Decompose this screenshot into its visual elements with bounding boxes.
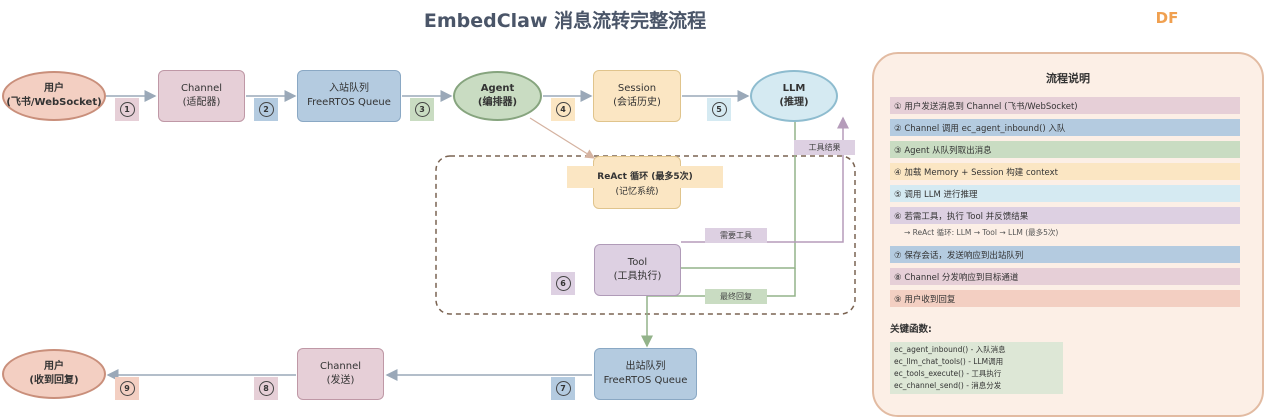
step-badge-4: 4 bbox=[551, 98, 575, 121]
key-function-item: ec_channel_send() - 消息分发 bbox=[894, 381, 1002, 390]
llm-title: LLM bbox=[782, 83, 806, 94]
step-badge-2: 2 bbox=[254, 98, 278, 121]
panel-step-4: ④ 加载 Memory + Session 构建 context bbox=[890, 163, 1240, 180]
panel-step-5: ⑤ 调用 LLM 进行推理 bbox=[890, 185, 1240, 202]
panel-step-7: ⑦ 保存会话，发送响应到出站队列 bbox=[890, 246, 1240, 263]
panel-step-8: ⑧ Channel 分发响应到目标通道 bbox=[890, 268, 1240, 285]
step-badge-1: 1 bbox=[115, 98, 139, 121]
step-badge-2-number: 2 bbox=[258, 102, 274, 117]
agent-title: Agent bbox=[480, 83, 515, 94]
flow-explanation-panel: 流程说明 ① 用户发送消息到 Channel (飞书/WebSocket) ② … bbox=[872, 52, 1264, 417]
key-functions-title: 关键函数: bbox=[890, 324, 932, 335]
react-loop-region bbox=[435, 155, 856, 315]
edge-label-need-tool: 需要工具 bbox=[705, 228, 767, 243]
outbound-queue-subtitle: FreeRTOS Queue bbox=[603, 375, 688, 386]
edge-agent-react bbox=[529, 117, 596, 159]
outbound-queue-title: 出站队列 bbox=[625, 361, 666, 372]
key-functions-box: ec_agent_inbound() - 入队消息 ec_llm_chat_to… bbox=[890, 342, 1063, 394]
outbound-queue-node: 出站队列 FreeRTOS Queue bbox=[594, 348, 697, 400]
panel-step-6: ⑥ 若需工具，执行 Tool 并反馈结果 bbox=[890, 207, 1240, 224]
edge-label-tool-result: 工具结果 bbox=[794, 140, 855, 155]
step-badge-7: 7 bbox=[551, 377, 575, 400]
step-badge-6-number: 6 bbox=[555, 276, 571, 291]
react-loop-title: ReAct 循环 (最多5次) bbox=[597, 171, 693, 182]
user-input-subtitle: (飞书/WebSocket) bbox=[6, 97, 102, 108]
step-badge-8-number: 8 bbox=[258, 381, 274, 396]
user-input-node: 用户 (飞书/WebSocket) bbox=[2, 71, 106, 121]
step-badge-1-number: 1 bbox=[119, 102, 135, 117]
react-loop-label: ReAct 循环 (最多5次) bbox=[567, 166, 723, 188]
step-badge-6: 6 bbox=[551, 272, 575, 295]
channel-adapter-node: Channel (适配器) bbox=[158, 70, 245, 122]
step-badge-8: 8 bbox=[254, 377, 278, 400]
user-input-title: 用户 bbox=[44, 83, 64, 94]
session-subtitle: (会话历史) bbox=[613, 97, 661, 108]
tool-title: Tool bbox=[627, 257, 648, 268]
llm-node: LLM (推理) bbox=[750, 70, 838, 122]
inbound-queue-subtitle: FreeRTOS Queue bbox=[307, 97, 391, 108]
step-badge-9-number: 9 bbox=[119, 381, 135, 396]
channel-adapter-subtitle: (适配器) bbox=[182, 97, 221, 108]
channel-send-title: Channel bbox=[319, 361, 362, 372]
channel-send-subtitle: (发送) bbox=[326, 375, 355, 386]
panel-step-3: ③ Agent 从队列取出消息 bbox=[890, 141, 1240, 158]
edge-label-final-reply: 最终回复 bbox=[705, 289, 767, 304]
brand-logo: DF bbox=[1155, 9, 1179, 27]
step-badge-3-number: 3 bbox=[414, 102, 430, 117]
user-output-subtitle: (收到回复) bbox=[29, 375, 79, 386]
step-badge-5: 5 bbox=[707, 98, 731, 121]
step-badge-7-number: 7 bbox=[555, 381, 571, 396]
agent-subtitle: (编排器) bbox=[477, 97, 518, 108]
tool-subtitle: (工具执行) bbox=[613, 271, 662, 282]
key-function-item: ec_llm_chat_tools() - LLM调用 bbox=[894, 357, 1004, 366]
panel-step-2: ② Channel 调用 ec_agent_inbound() 入队 bbox=[890, 119, 1240, 136]
panel-substep-react: → ReAct 循环: LLM → Tool → LLM (最多5次) bbox=[904, 228, 1059, 237]
channel-adapter-title: Channel bbox=[180, 83, 223, 94]
page-title: EmbedClaw 消息流转完整流程 bbox=[423, 10, 707, 32]
inbound-queue-node: 入站队列 FreeRTOS Queue bbox=[297, 70, 401, 122]
panel-title: 流程说明 bbox=[1046, 72, 1090, 85]
step-badge-3: 3 bbox=[410, 98, 434, 121]
agent-node: Agent (编排器) bbox=[453, 71, 542, 121]
step-badge-5-number: 5 bbox=[711, 102, 727, 117]
channel-send-node: Channel (发送) bbox=[297, 348, 384, 400]
session-node: Session (会话历史) bbox=[593, 70, 681, 122]
session-title: Session bbox=[617, 83, 657, 94]
llm-subtitle: (推理) bbox=[779, 97, 809, 108]
tool-node: Tool (工具执行) bbox=[594, 244, 681, 296]
memory-system-label: (记忆系统) bbox=[615, 186, 659, 197]
user-output-node: 用户 (收到回复) bbox=[2, 349, 106, 399]
panel-step-1: ① 用户发送消息到 Channel (飞书/WebSocket) bbox=[890, 97, 1240, 114]
step-badge-4-number: 4 bbox=[555, 102, 571, 117]
key-function-item: ec_tools_execute() - 工具执行 bbox=[894, 369, 1002, 378]
user-output-title: 用户 bbox=[44, 361, 64, 372]
key-function-item: ec_agent_inbound() - 入队消息 bbox=[894, 345, 1006, 354]
inbound-queue-title: 入站队列 bbox=[329, 83, 369, 94]
panel-step-9: ⑨ 用户收到回复 bbox=[890, 290, 1240, 307]
step-badge-9: 9 bbox=[115, 377, 139, 400]
